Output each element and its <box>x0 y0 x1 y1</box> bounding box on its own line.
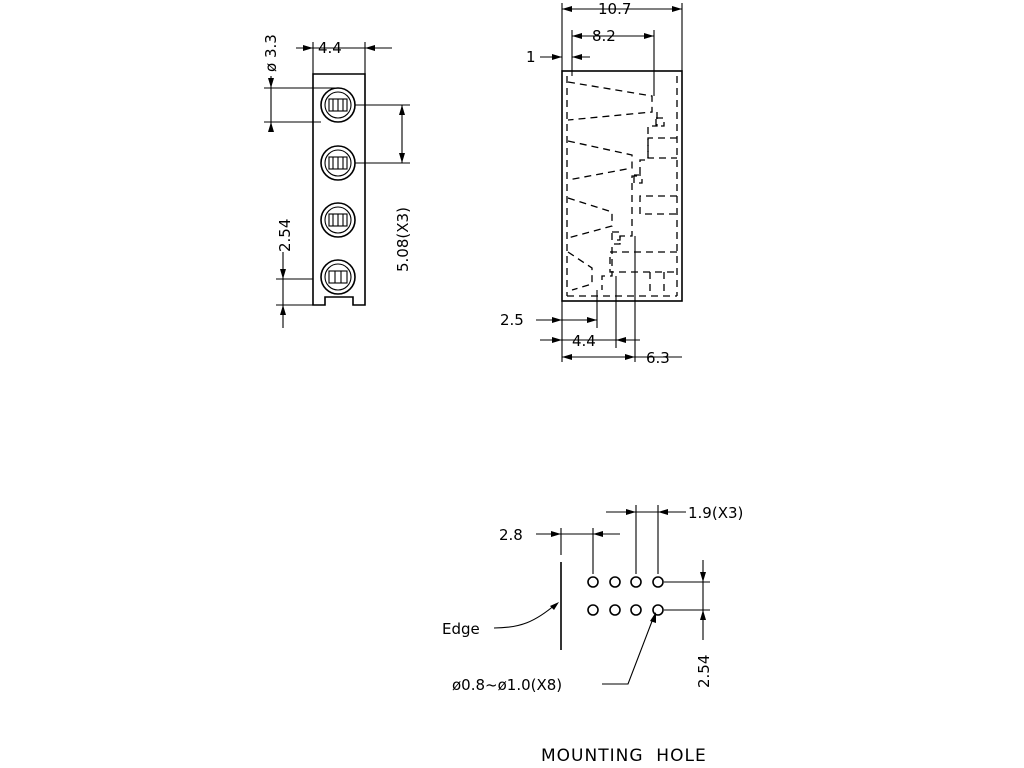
dim-front-width-label: 4.4 <box>318 39 342 57</box>
dim-edge-to-first-hole-label: 2.8 <box>499 526 523 544</box>
hole-1 <box>587 576 599 588</box>
dim-pin-offset: 2.54 <box>276 219 313 328</box>
led-lens-4 <box>320 259 356 295</box>
led-lens-1 <box>320 87 356 123</box>
dim-inner-length-label: 8.2 <box>592 27 616 45</box>
hole-size-leader: ø0.8~ø1.0(X8) <box>452 612 656 694</box>
dim-pin-b: 4.4 <box>540 332 640 350</box>
side-hidden-lines <box>566 76 678 297</box>
dim-pin-offset-label: 2.54 <box>276 219 294 252</box>
mounting-hole-caption: MOUNTING HOLE <box>541 746 707 766</box>
hole-8 <box>652 604 664 616</box>
mounting-hole-view: 2.8 1.9(X3) 2.54 Edge <box>442 504 743 766</box>
dim-pin-c: 6.3 <box>562 349 682 367</box>
edge-leader: Edge <box>442 602 559 638</box>
hole-6 <box>609 604 621 616</box>
hole-5 <box>587 604 599 616</box>
hole-7 <box>630 604 642 616</box>
dim-front-width: 4.4 <box>296 39 392 74</box>
dim-overall-length: 10.7 <box>561 0 683 71</box>
dim-overall-length-label: 10.7 <box>598 0 631 18</box>
hole-4 <box>652 576 664 588</box>
hole-3 <box>630 576 642 588</box>
hole-2 <box>609 576 621 588</box>
dim-led-pitch: 5.08(X3) <box>355 104 412 272</box>
dim-hole-spacing-label: 1.9(X3) <box>688 504 743 522</box>
dim-pin-b-label: 4.4 <box>572 332 596 350</box>
led-lens-2 <box>320 145 356 181</box>
led-lens-3 <box>320 202 356 238</box>
side-body-outline <box>561 70 683 302</box>
dim-row-spacing-label: 2.54 <box>695 655 713 688</box>
edge-label: Edge <box>442 620 480 638</box>
dim-hole-diameter-label: ø 3.3 <box>262 34 280 72</box>
dim-row-spacing: 2.54 <box>664 560 713 688</box>
hole-size-label: ø0.8~ø1.0(X8) <box>452 676 562 694</box>
dim-pin-c-label: 6.3 <box>646 349 670 367</box>
dim-edge-to-first-hole: 2.8 <box>499 526 620 574</box>
dim-hole-spacing: 1.9(X3) <box>606 504 743 574</box>
side-view: 10.7 8.2 1 2.5 <box>500 0 683 367</box>
front-view: 4.4 ø 3.3 5.08(X3) 2.54 <box>262 34 412 328</box>
hole-grid <box>587 576 664 616</box>
dim-pin-a-label: 2.5 <box>500 311 524 329</box>
dim-led-pitch-label: 5.08(X3) <box>394 207 412 272</box>
dim-pin-a: 2.5 <box>500 311 597 329</box>
front-body-outline <box>312 73 366 306</box>
dim-edge-offset: 1 <box>526 48 590 66</box>
dim-edge-offset-label: 1 <box>526 48 536 66</box>
dim-hole-diameter: ø 3.3 <box>262 34 338 132</box>
dim-inner-length: 8.2 <box>571 27 655 96</box>
